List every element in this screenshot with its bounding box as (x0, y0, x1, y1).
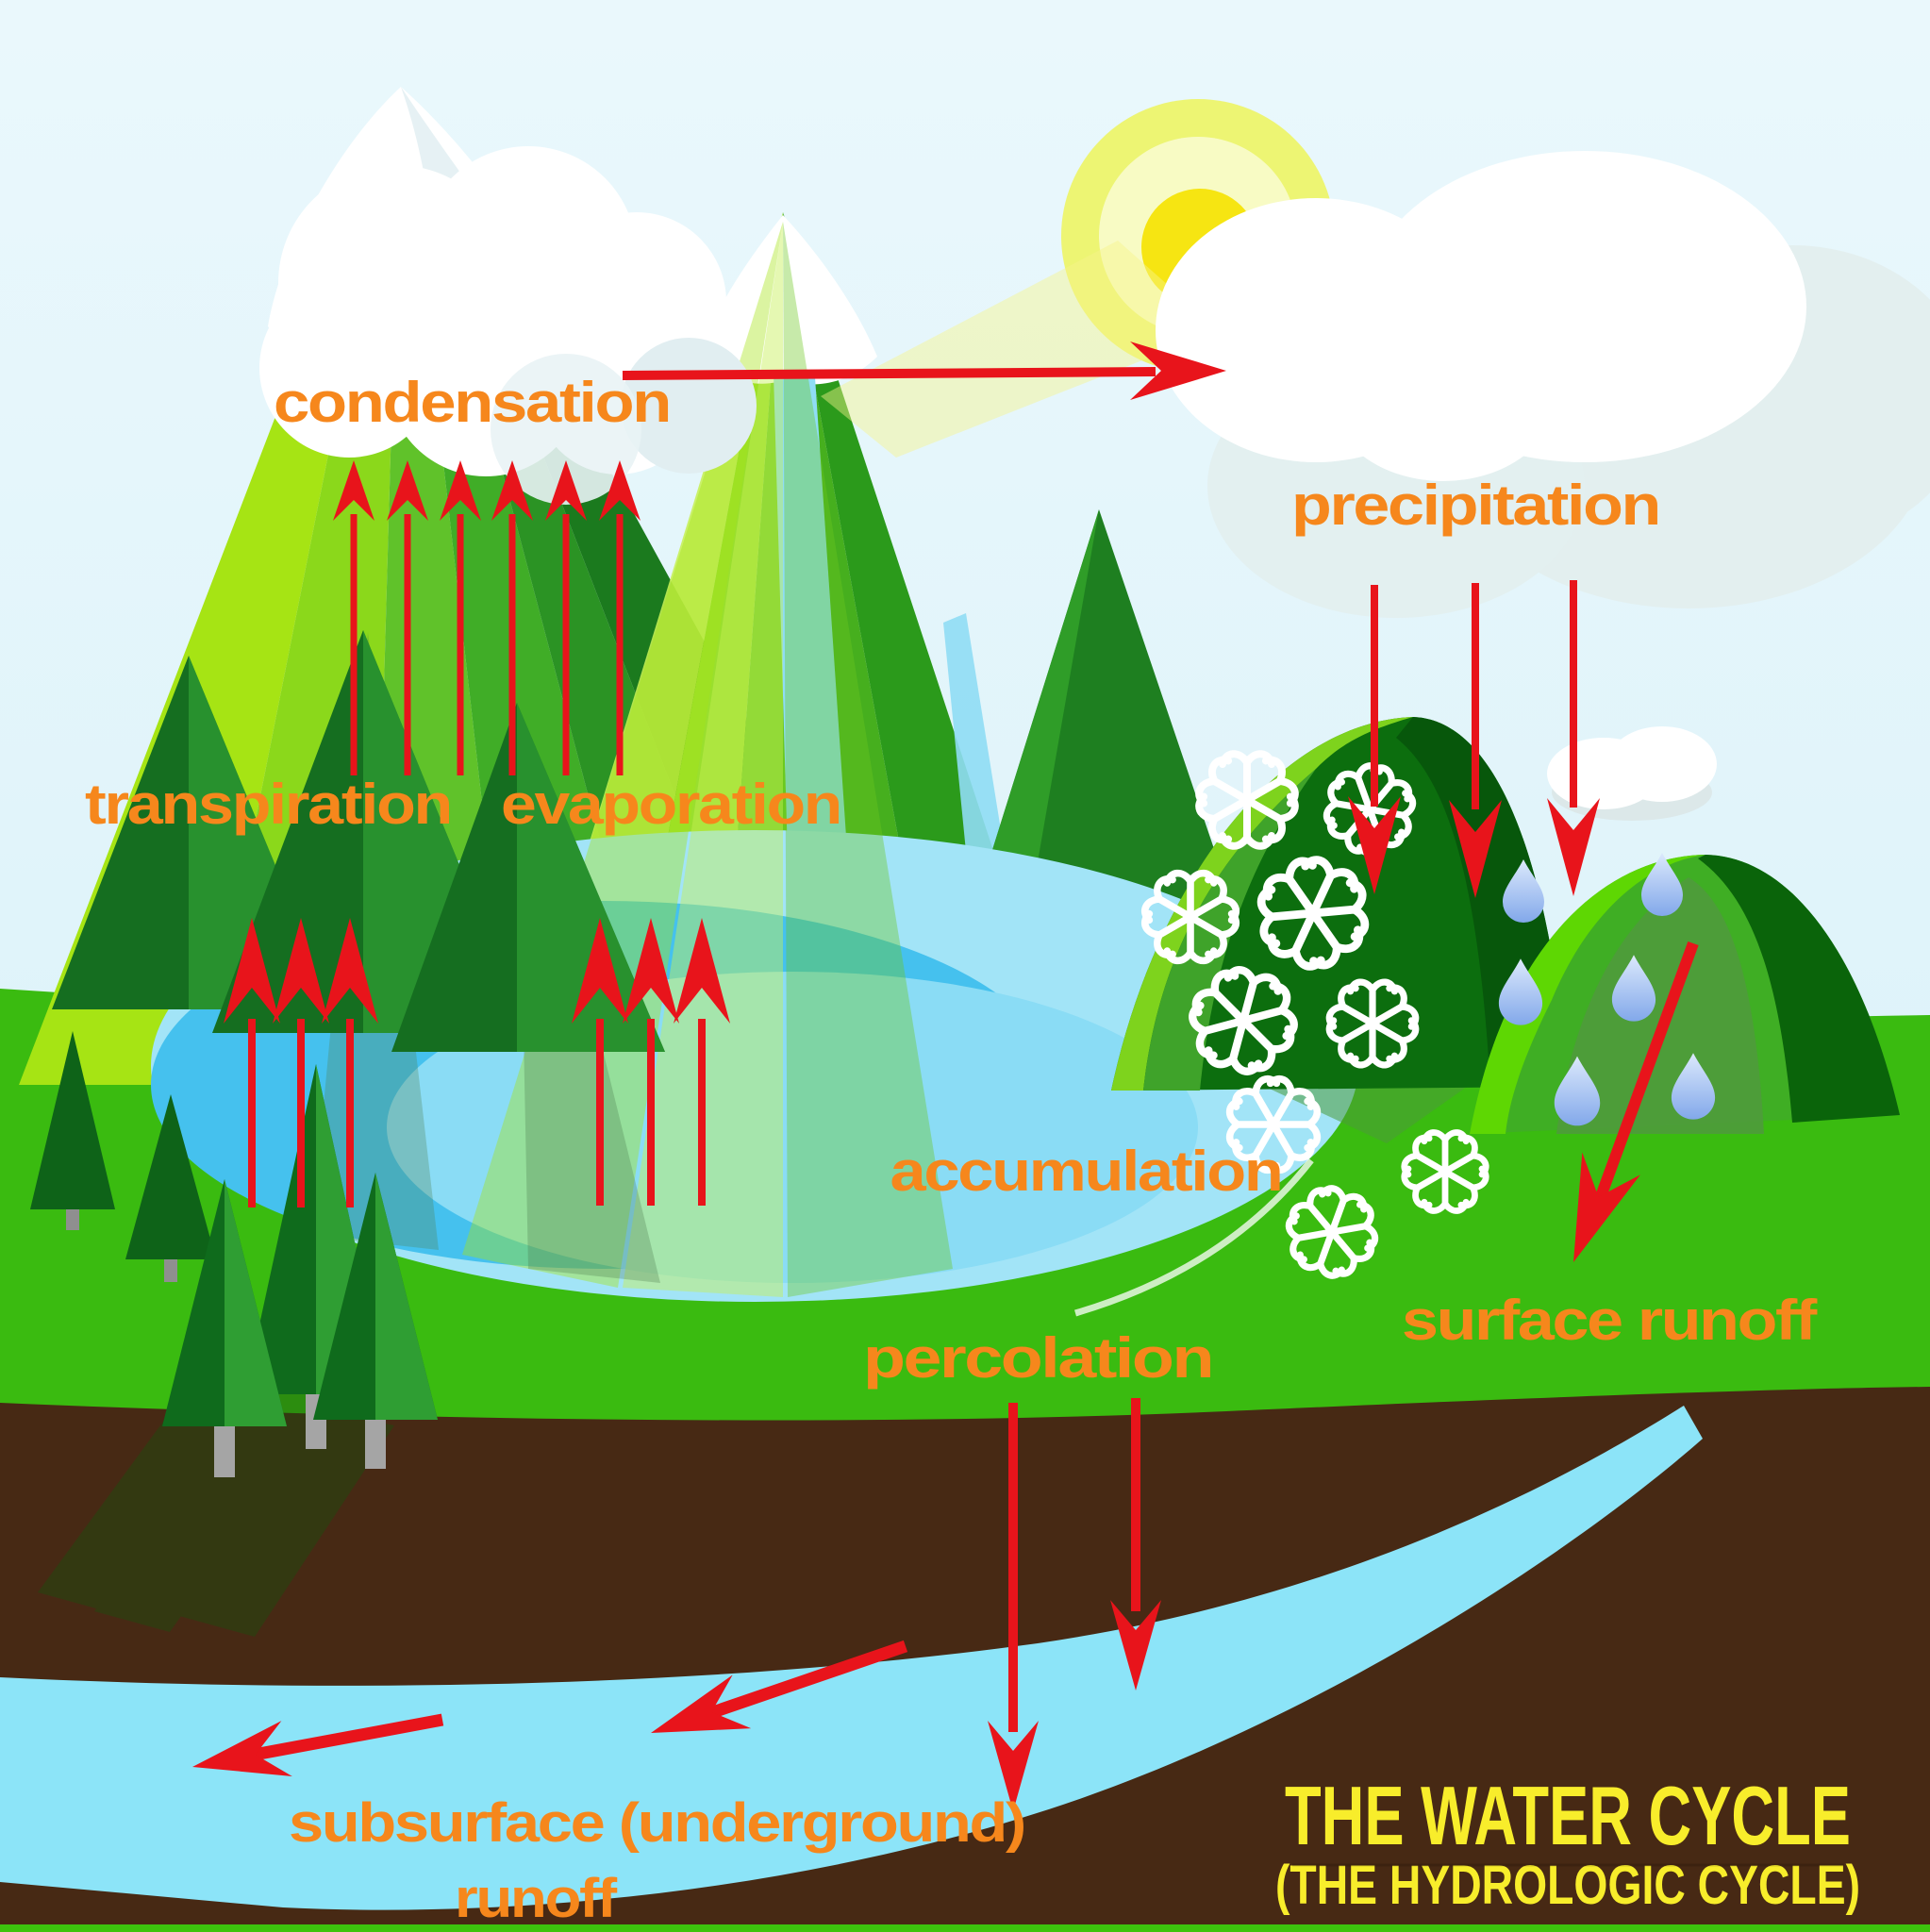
label-surface-runoff: surface runoff (1402, 1289, 1819, 1352)
down-arrow-icon (988, 1721, 1039, 1811)
condensation-to-precipitation-arrow (622, 341, 1226, 400)
evaporation-arrows (572, 918, 730, 1206)
up-arrow-icon (491, 460, 533, 521)
precipitation-arrows (1348, 580, 1600, 898)
up-arrow-icon (674, 918, 730, 1024)
label-subsurface-runoff-line1: subsurface (underground) (289, 1792, 1024, 1854)
waterfall-icon (774, 374, 854, 953)
up-arrow-icon (387, 460, 428, 521)
tree-shadows (38, 1385, 394, 1637)
up-arrow-icon (599, 460, 641, 521)
down-left-arrow-icon (192, 1721, 292, 1776)
up-arrow-icon (322, 918, 378, 1024)
up-arrow-icon (545, 460, 587, 521)
label-subsurface-runoff-line2: runoff (455, 1868, 618, 1929)
page-title: THE WATER CYCLE (1285, 1769, 1851, 1862)
up-arrow-icon (572, 918, 628, 1024)
condensation-arrows (333, 460, 641, 775)
down-arrow-icon (1449, 800, 1502, 898)
label-condensation: condensation (274, 371, 670, 434)
sun-beam (821, 241, 1219, 458)
underground-river (0, 1406, 1703, 1910)
down-left-arrow-icon (651, 1674, 752, 1733)
up-arrow-icon (224, 918, 280, 1024)
pine-tree-icon (313, 1173, 438, 1469)
shore-highlight (1074, 1158, 1314, 1317)
label-percolation: percolation (863, 1326, 1212, 1390)
label-accumulation: accumulation (890, 1140, 1282, 1203)
label-precipitation: precipitation (1291, 474, 1659, 537)
up-arrow-icon (623, 918, 679, 1024)
surface-runoff-arrow (1573, 941, 1699, 1262)
page-subtitle: (THE HYDROLOGIC CYCLE) (1275, 1855, 1860, 1916)
bottom-border-strip (0, 1924, 1930, 1932)
up-arrow-icon (440, 460, 481, 521)
down-arrow-icon (1110, 1600, 1161, 1690)
transpiration-arrows (224, 918, 378, 1208)
pine-tree-icon (162, 1179, 287, 1477)
subsurface-runoff-arrows (192, 1640, 908, 1776)
label-transpiration: transpiration (85, 773, 451, 836)
up-arrow-icon (273, 918, 329, 1024)
down-arrow-icon (1573, 1152, 1640, 1262)
up-arrow-icon (333, 460, 374, 521)
snow-cap-icon (698, 215, 877, 385)
right-arrow-icon (1130, 341, 1226, 400)
cloud-right-icon (1156, 151, 1930, 618)
down-arrow-icon (1348, 796, 1401, 894)
distant-pine-trees (30, 1031, 216, 1282)
percolation-arrows (988, 1398, 1161, 1811)
down-arrow-icon (1547, 798, 1600, 896)
label-evaporation: evaporation (501, 773, 840, 836)
